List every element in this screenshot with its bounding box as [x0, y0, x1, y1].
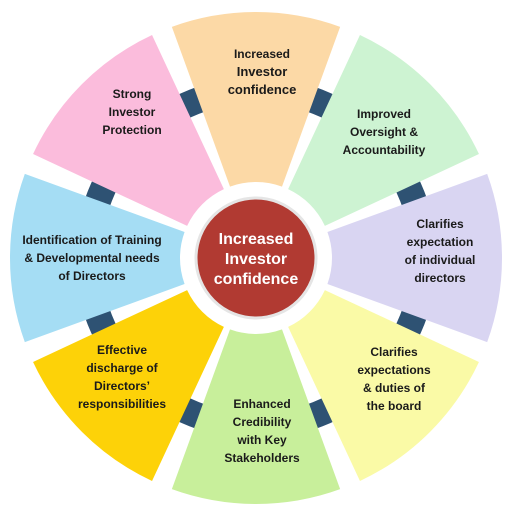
segment-label-line: confidence [228, 82, 297, 97]
segment-label-line: & Developmental needs [24, 251, 160, 265]
segment-label-line: expectation [407, 235, 474, 249]
center-label-line: confidence [214, 271, 299, 288]
segment-label-identification-training: Identification of Training & Developmenta… [22, 233, 161, 283]
segment-clarifies-expectation-individual [327, 173, 502, 343]
segment-label-line: Strong [113, 87, 152, 101]
segment-label-line: Increased [234, 47, 290, 61]
segment-label-line: Clarifies [370, 345, 418, 359]
segment-label-line: Protection [102, 123, 161, 137]
segment-label-line: Identification of Training [22, 233, 161, 247]
segment-increased-investor-confidence [171, 11, 341, 187]
segment-clarifies-expectations-board [288, 290, 479, 481]
segment-label-effective-discharge: Effective discharge of Directors’ responsib… [78, 343, 166, 411]
center-circle [194, 196, 318, 320]
segment-enhanced-credibility [171, 329, 341, 504]
segment-label-line: responsibilities [78, 397, 166, 411]
segment-label-line: Enhanced [233, 397, 290, 411]
segment-label-line: of Directors [58, 269, 126, 283]
segment-label-line: with Key [236, 433, 287, 447]
segment-label-line: expectations [357, 363, 431, 377]
segment-label-line: Effective [97, 343, 147, 357]
segment-label-line: the board [367, 399, 422, 413]
segment-label-line: Stakeholders [224, 451, 300, 465]
segment-label-line: Clarifies [416, 217, 464, 231]
segment-label-line: Investor [109, 105, 156, 119]
segment-label-line: of individual [405, 253, 476, 267]
center-label-line: Investor [225, 251, 287, 268]
segment-strong-investor-protection [33, 35, 224, 226]
segment-label-clarifies-expectations-board: Clarifies expectations & duties of the boar… [357, 345, 431, 413]
segment-identification-training [9, 173, 185, 343]
segment-improved-oversight [288, 35, 479, 226]
segment-label-line: & duties of [363, 381, 426, 395]
segment-label-line: Investor [237, 64, 288, 79]
center-label-line: Increased [219, 231, 294, 248]
segment-label-clarifies-expectation-individual: Clarifies expectation of individual directo… [405, 217, 476, 285]
segment-label-line: Directors’ [94, 379, 150, 393]
segment-effective-discharge [33, 290, 224, 481]
segment-label-line: Credibility [233, 415, 292, 429]
segment-label-line: directors [414, 271, 466, 285]
segment-label-line: discharge of [86, 361, 158, 375]
segment-label-line: Accountability [343, 143, 426, 157]
segment-label-line: Improved [357, 107, 411, 121]
segment-label-line: Oversight & [350, 125, 418, 139]
